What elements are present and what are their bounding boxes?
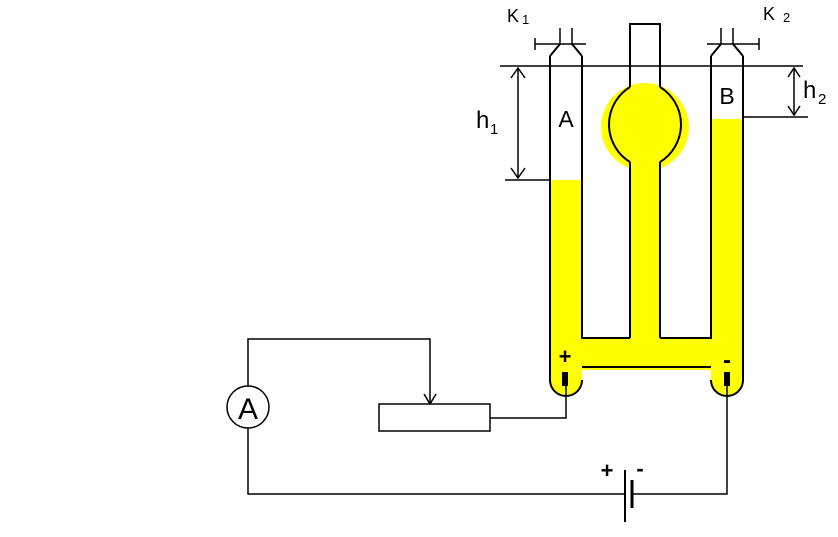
electrode-anode [562, 372, 568, 386]
electrolyte-reservoir-bulb [601, 83, 689, 171]
circuit-wires [247, 338, 728, 495]
battery-to-ammeter-wire [247, 428, 625, 495]
tube-a-outer-wall [549, 56, 583, 397]
reservoir-neck [629, 23, 661, 87]
tube-a-inner-wall [581, 56, 630, 339]
k2-label: K [763, 4, 775, 24]
k1-label: K [507, 6, 519, 26]
tube-b-outer-wall [710, 56, 744, 397]
cathode-lead-wire [632, 386, 728, 495]
h2-arrow-head-bottom [787, 105, 801, 117]
tube-b-label: B [719, 83, 734, 109]
battery-minus-label: - [636, 456, 643, 481]
anode-sign: + [559, 344, 572, 369]
ammeter-label: A [238, 393, 258, 426]
valve-k2 [707, 28, 760, 50]
tube-a-taper [549, 43, 583, 57]
reservoir-bulb [608, 86, 682, 163]
tube-b-taper [710, 43, 744, 57]
h2-subscript: 2 [818, 91, 826, 108]
h1-label: h [476, 107, 489, 134]
battery-plus-label: + [601, 458, 614, 483]
electrolyte-center-stem [630, 160, 660, 370]
h1-arrow-head-top [510, 66, 526, 79]
electrode-cathode [724, 372, 730, 386]
h1-subscript: 1 [490, 121, 498, 138]
ammeter-to-slider-wire [247, 338, 431, 404]
tube-b-inner-wall [660, 56, 712, 339]
k2-subscript: 2 [783, 10, 790, 25]
h2-label: h [803, 77, 816, 104]
apparatus-outline [549, 23, 744, 397]
tube-a-label: A [558, 106, 574, 132]
valve-k1 [534, 28, 586, 50]
ammeter [226, 385, 270, 429]
electrolyte [550, 83, 743, 396]
electrolyte-bottom-channel [550, 338, 743, 370]
h2-arrow-head-top [787, 66, 801, 78]
rheostat [378, 403, 491, 432]
height-reference-lines [500, 65, 808, 181]
anode-lead-wire [490, 386, 567, 419]
cathode-sign: - [723, 347, 731, 374]
h1-arrow-head-bottom [510, 167, 526, 180]
k1-subscript: 1 [522, 12, 529, 27]
electrolyte-tube-b [711, 119, 743, 370]
